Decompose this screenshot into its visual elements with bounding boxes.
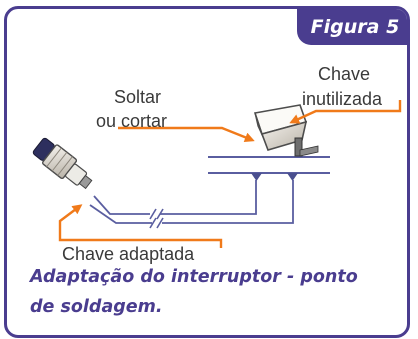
pointer-arrows bbox=[58, 100, 402, 248]
soltar-arrow bbox=[118, 126, 255, 143]
figure-label: Figura 5 bbox=[297, 9, 407, 45]
adapted-switch bbox=[32, 137, 93, 190]
contact-bars bbox=[208, 156, 330, 174]
chave-inutilizada-arrow bbox=[289, 100, 402, 124]
caption-line-1: Adaptação do interruptor - ponto bbox=[30, 267, 358, 287]
label-inutilizada: inutilizada bbox=[302, 89, 383, 109]
label-soltar: Soltar bbox=[114, 87, 161, 107]
solder-points bbox=[251, 173, 298, 181]
chave-adaptada-arrow bbox=[58, 204, 223, 248]
label-ou-cortar: ou cortar bbox=[96, 111, 167, 131]
caption-line-2: de soldagem. bbox=[30, 297, 163, 317]
label-chave-adaptada: Chave adaptada bbox=[62, 244, 195, 264]
unused-switch bbox=[253, 104, 319, 157]
label-chave: Chave bbox=[318, 64, 370, 84]
wires bbox=[89, 180, 294, 229]
figure-caption: Adaptação do interruptor - ponto de sold… bbox=[30, 262, 390, 322]
